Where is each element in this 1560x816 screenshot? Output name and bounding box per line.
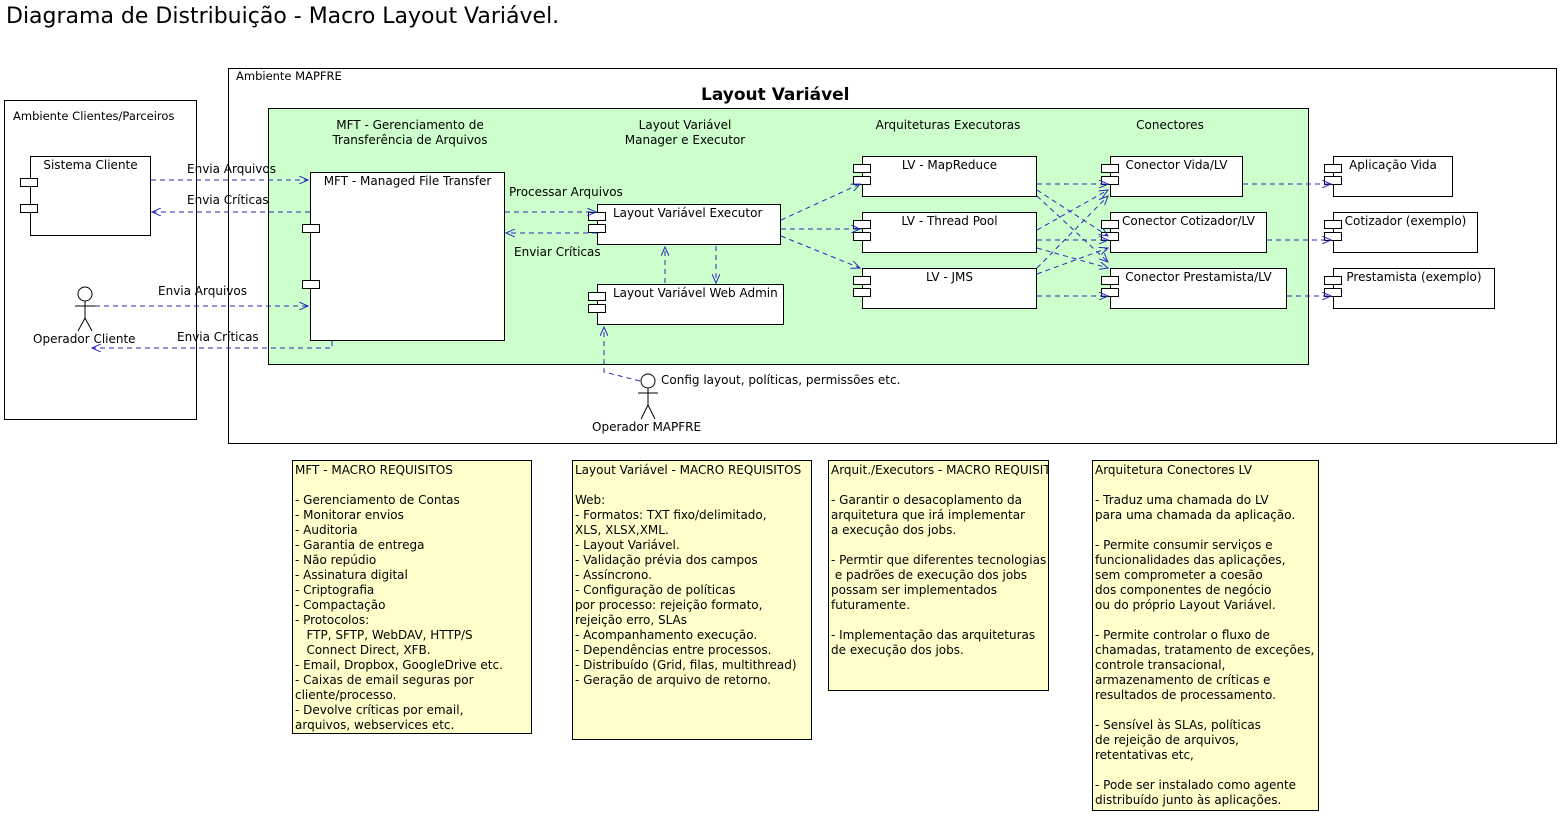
component-label: LV - MapReduce <box>901 158 998 172</box>
component-lv-executor[interactable]: Layout Variável Executor <box>588 204 781 245</box>
component-port <box>1324 220 1342 229</box>
edge-label-processar-arquivos: Processar Arquivos <box>509 185 623 199</box>
component-port <box>853 232 871 241</box>
edge-label-envia-arquivos-2: Envia Arquivos <box>158 284 247 298</box>
actor-operador-cliente <box>75 286 95 332</box>
component-prestamista[interactable]: Prestamista (exemplo) <box>1324 268 1495 309</box>
component-conector-cotizador[interactable]: Conector Cotizador/LV <box>1101 212 1267 253</box>
component-label: Aplicação Vida <box>1349 158 1437 172</box>
component-label: Cotizador (exemplo) <box>1344 214 1467 228</box>
column-header-arquiteturas: Arquiteturas Executoras <box>875 118 1021 132</box>
component-port <box>1101 276 1119 285</box>
component-mft[interactable]: MFT - Managed File Transfer <box>302 172 505 341</box>
component-sistema-cliente[interactable]: Sistema Cliente <box>20 156 151 236</box>
component-port <box>302 280 320 289</box>
component-port <box>588 304 606 313</box>
component-conector-vida[interactable]: Conector Vida/LV <box>1101 156 1243 197</box>
column-header-lv: Layout Variável Manager e Executor <box>624 118 746 147</box>
component-port <box>853 276 871 285</box>
column-header-conectores: Conectores <box>1136 118 1204 132</box>
edge-label-config: Config layout, políticas, permissões etc… <box>661 373 901 387</box>
note-conectores: Arquitetura Conectores LV - Traduz uma c… <box>1092 460 1319 811</box>
edge-label-envia-criticas-2: Envia Críticas <box>177 330 259 344</box>
component-port <box>20 204 38 213</box>
edge-label-enviar-criticas: Enviar Críticas <box>514 245 601 259</box>
env-clients-label: Ambiente Clientes/Parceiros <box>13 109 175 123</box>
actor-operador-mapfre <box>638 373 658 420</box>
component-port <box>20 178 38 187</box>
component-port <box>1324 276 1342 285</box>
edge-config <box>604 327 641 382</box>
layout-variavel-title: Layout Variável <box>701 85 850 105</box>
component-label: Conector Vida/LV <box>1125 158 1228 172</box>
edge-label-envia-criticas-1: Envia Críticas <box>187 193 269 207</box>
component-port <box>853 220 871 229</box>
column-header-mft: MFT - Gerenciamento de Transferência de … <box>332 118 488 147</box>
component-port <box>853 288 871 297</box>
diagram-title: Diagrama de Distribuição - Macro Layout … <box>6 4 560 29</box>
edge-envia-criticas-2 <box>92 341 333 348</box>
component-label: Layout Variável Executor <box>613 206 763 220</box>
component-label: Prestamista (exemplo) <box>1346 270 1482 284</box>
component-label: Sistema Cliente <box>43 158 138 172</box>
component-label: LV - Thread Pool <box>901 214 998 228</box>
note-arq-requisitos: Arquit./Executors - MACRO REQUISITOS - G… <box>828 460 1049 691</box>
component-port <box>853 176 871 185</box>
component-port <box>853 164 871 173</box>
component-port <box>302 224 320 233</box>
note-lv-requisitos: Layout Variável - MACRO REQUISITOS Web: … <box>572 460 812 740</box>
component-port <box>588 292 606 301</box>
component-cotizador[interactable]: Cotizador (exemplo) <box>1324 212 1478 253</box>
note-mft-requisitos: MFT - MACRO REQUISITOS - Gerenciamento d… <box>292 460 532 734</box>
env-mapfre-label: Ambiente MAPFRE <box>236 69 342 83</box>
env-clients-frame: Ambiente Clientes/Parceiros <box>4 100 197 420</box>
component-port <box>1324 164 1342 173</box>
component-port <box>1101 164 1119 173</box>
component-label: Conector Prestamista/LV <box>1125 270 1272 284</box>
component-label: MFT - Managed File Transfer <box>323 174 492 188</box>
component-lv-mapreduce[interactable]: LV - MapReduce <box>853 156 1037 197</box>
edge-label-envia-arquivos-1: Envia Arquivos <box>187 162 276 176</box>
component-label: Layout Variável Web Admin <box>613 286 778 300</box>
component-lv-thread-pool[interactable]: LV - Thread Pool <box>853 212 1037 253</box>
actor-label-operador-mapfre: Operador MAPFRE <box>592 420 702 434</box>
component-label: LV - JMS <box>925 270 974 284</box>
component-lv-jms[interactable]: LV - JMS <box>853 268 1037 309</box>
component-conector-prestamista[interactable]: Conector Prestamista/LV <box>1101 268 1287 309</box>
component-lv-web-admin[interactable]: Layout Variável Web Admin <box>588 284 784 325</box>
component-aplicacao-vida[interactable]: Aplicação Vida <box>1324 156 1453 197</box>
component-label: Conector Cotizador/LV <box>1121 214 1256 228</box>
component-port <box>588 212 606 221</box>
actor-label-operador-cliente: Operador Cliente <box>33 332 136 346</box>
component-port <box>1101 220 1119 229</box>
